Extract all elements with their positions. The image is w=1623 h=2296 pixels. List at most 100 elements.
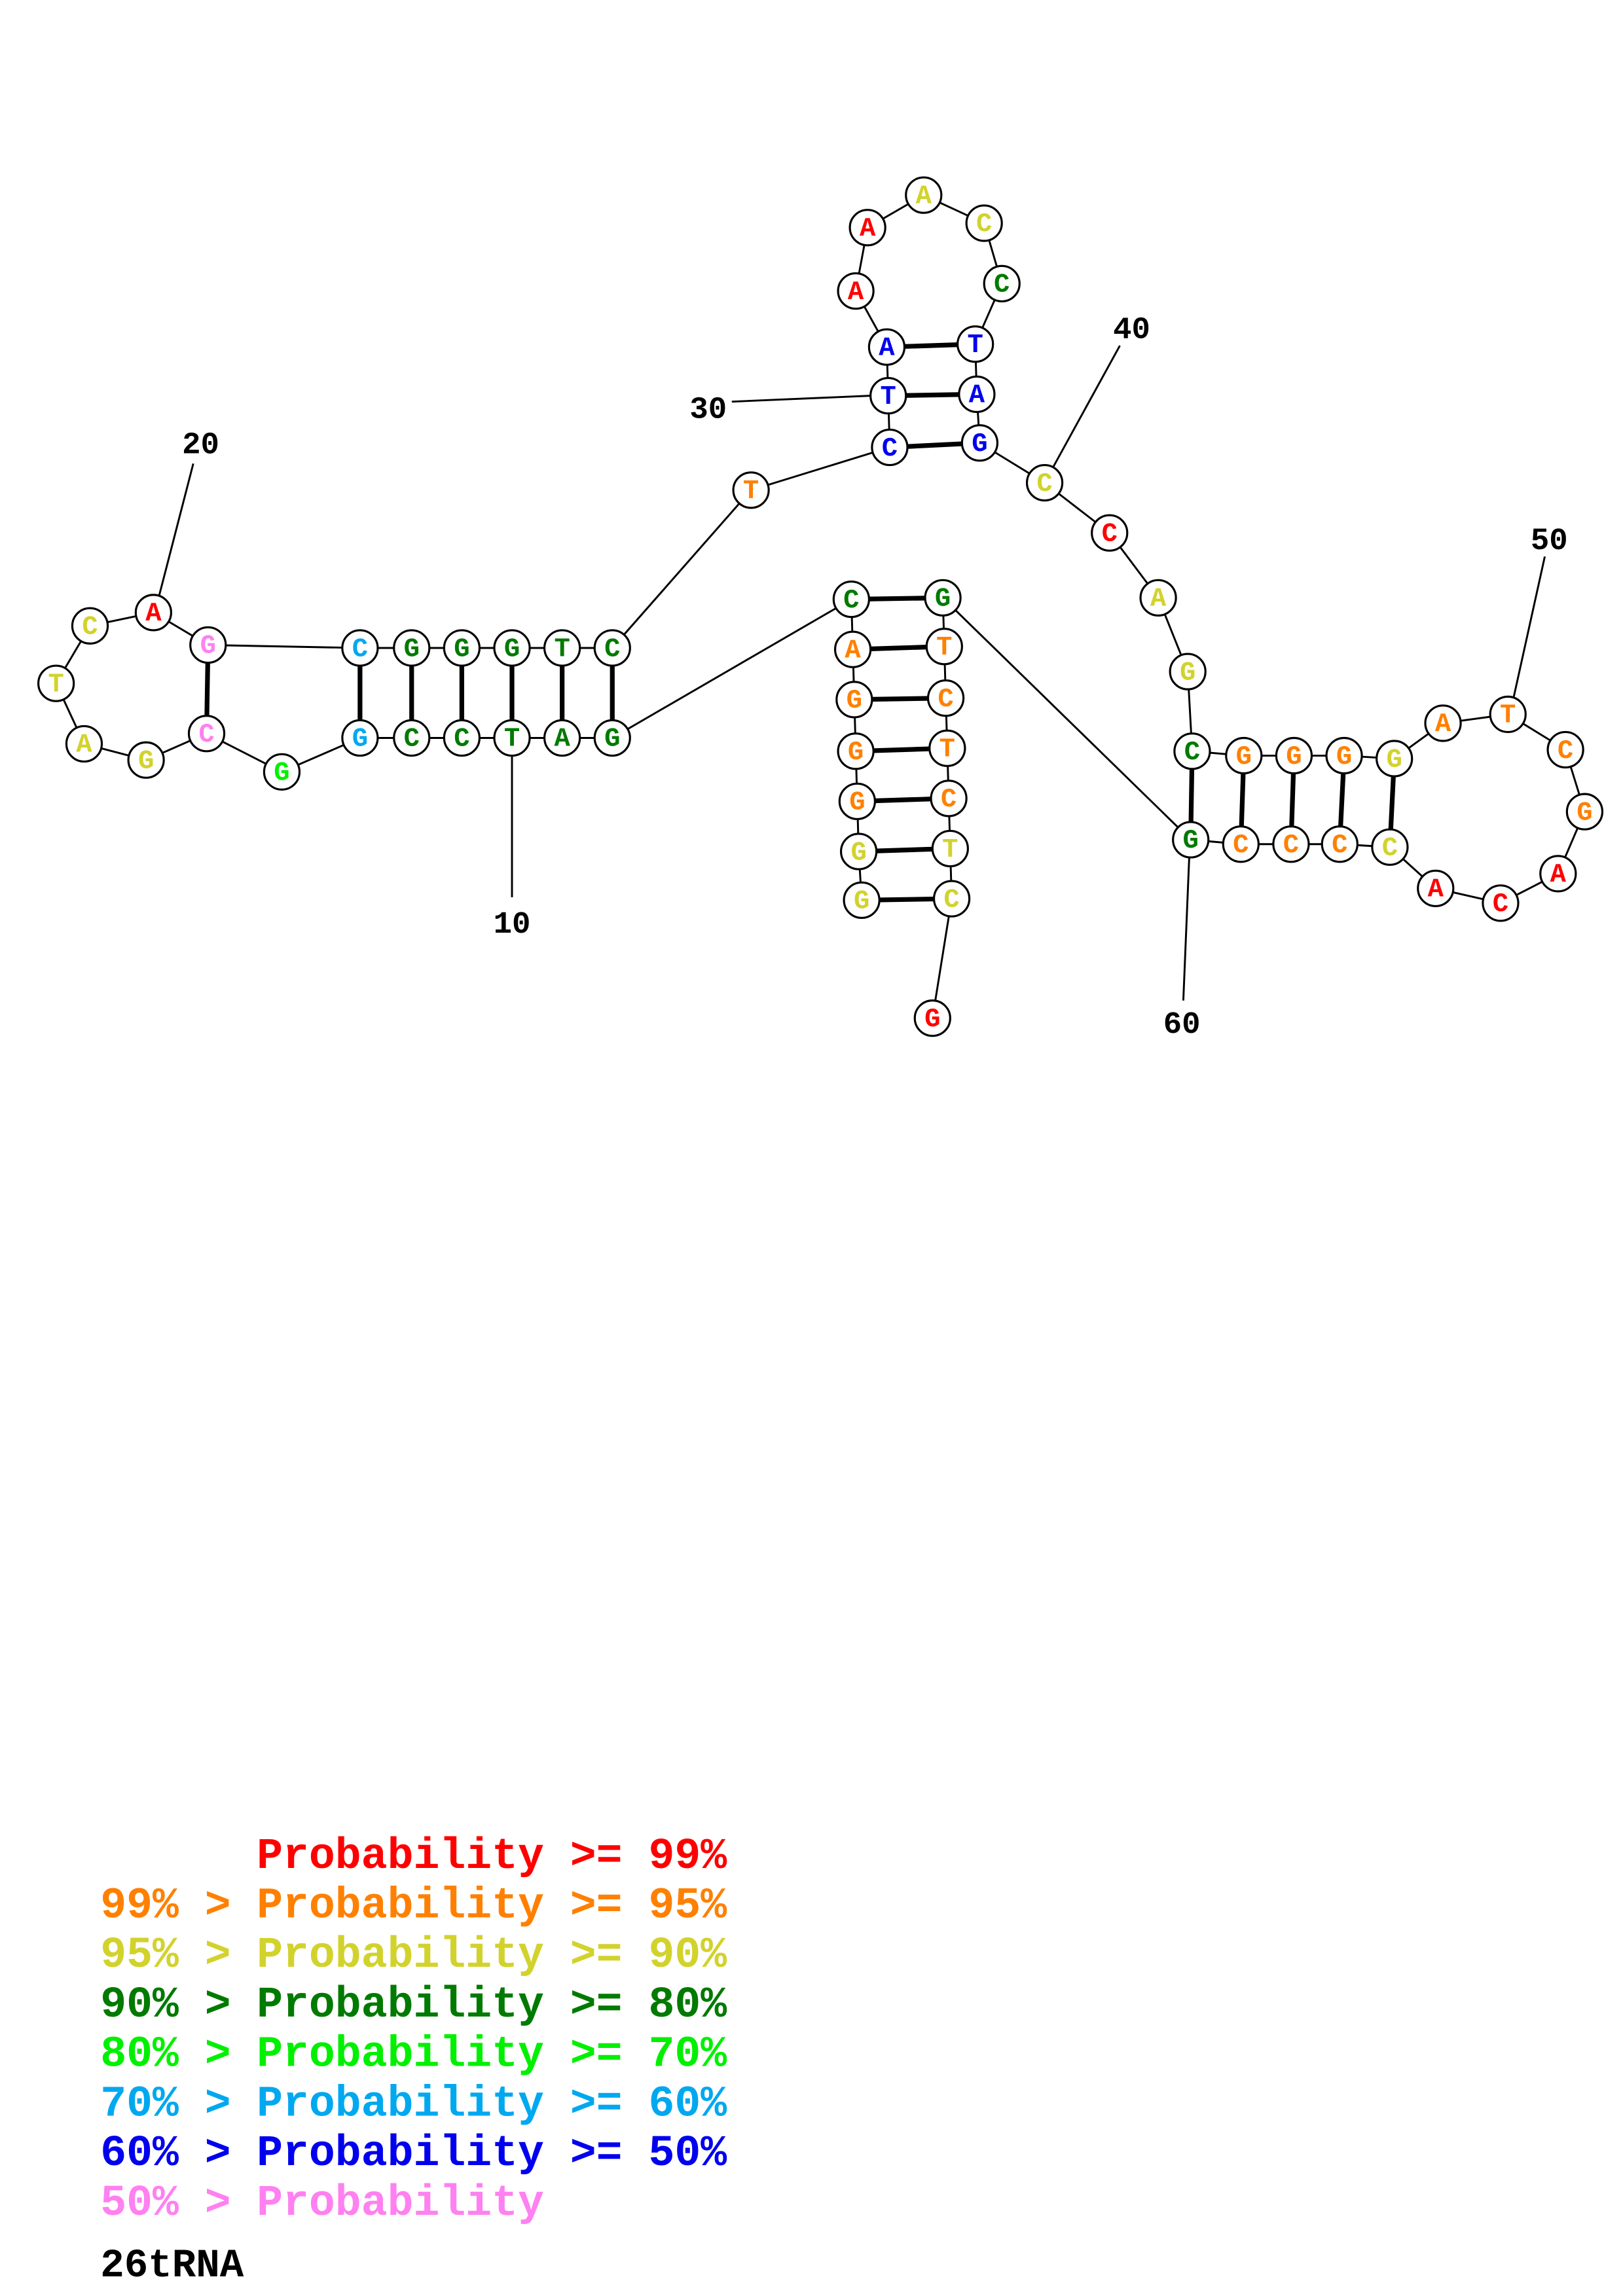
legend-label: Probability >= 80%: [257, 1981, 727, 2030]
nucleotide-circle: [493, 629, 531, 667]
nucleotide: C: [341, 629, 379, 667]
nucleotide-circle: [1371, 828, 1409, 866]
legend-entry: 50% >Probability: [100, 2179, 544, 2228]
nucleotide-circle: [833, 630, 872, 668]
position-leader-line: [158, 463, 194, 596]
nucleotide-circle: [1272, 825, 1310, 863]
nucleotide-circle: [932, 880, 971, 918]
nucleotide-letter: A: [848, 278, 864, 308]
nucleotide-letter: G: [849, 788, 865, 818]
nucleotide: T: [493, 719, 531, 757]
backbone-lines: [55, 194, 1586, 1018]
nucleotide: T: [732, 471, 770, 509]
base-pair-bonds: [204, 342, 1397, 903]
nucleotide-letter: G: [604, 725, 620, 755]
nucleotide: T: [925, 628, 963, 666]
nucleotide-letter: C: [1184, 738, 1200, 768]
nucleotide: C: [1091, 514, 1129, 552]
nucleotide: C: [930, 780, 968, 817]
legend-label: Probability >= 95%: [257, 1881, 727, 1930]
nucleotide-circle: [835, 681, 873, 719]
legend-range: 99% >: [100, 1881, 230, 1930]
nucleotide-letter: G: [1387, 745, 1402, 775]
nucleotide: G: [1325, 736, 1363, 775]
nucleotide-letter: T: [939, 735, 955, 765]
legend-range: 50% >: [100, 2179, 230, 2228]
position-label: 50: [1531, 524, 1568, 559]
nucleotide-circle: [593, 719, 631, 757]
nucleotide: T: [37, 664, 75, 702]
nucleotide-letter: C: [1102, 519, 1118, 549]
nucleotide-circle: [1546, 730, 1584, 769]
nucleotide: C: [1025, 463, 1064, 502]
nucleotide: G: [1225, 736, 1263, 775]
nucleotide: G: [839, 833, 878, 870]
nucleotide-letter: C: [454, 725, 469, 755]
nucleotide-circle: [928, 729, 966, 767]
legend-label: Probability >= 90%: [257, 1931, 727, 1980]
nucleotide-circle: [543, 629, 581, 667]
legend-entry: 70% >Probability >= 60%: [100, 2079, 727, 2128]
nucleotide-letter: G: [274, 759, 289, 789]
structure-title: 26tRNA: [100, 2244, 244, 2289]
nucleotide-circle: [925, 628, 963, 666]
position-label: 10: [494, 908, 531, 942]
nucleotide-letter: G: [972, 429, 987, 459]
nucleotide-letter: C: [1558, 736, 1573, 766]
legend-entry: 90% >Probability >= 80%: [100, 1981, 727, 2030]
nucleotide: G: [263, 753, 301, 791]
position-leader-line: [1512, 556, 1546, 697]
nucleotide-circle: [1025, 463, 1064, 502]
nucleotide-circle: [543, 719, 581, 757]
nucleotide: C: [871, 428, 909, 467]
nucleotide-circle: [983, 264, 1021, 302]
nucleotide-circle: [71, 607, 109, 645]
legend-entry: 60% >Probability >= 50%: [100, 2129, 727, 2178]
nucleotide-letter: C: [1493, 889, 1508, 920]
backbone-segment: [750, 446, 890, 492]
nucleotide-letter: A: [916, 181, 932, 211]
nucleotide-letter: A: [1435, 709, 1451, 740]
nucleotide: T: [931, 829, 969, 868]
nucleotide-letter: G: [404, 634, 420, 664]
nucleotide: C: [1371, 828, 1409, 866]
nucleotide-circle: [848, 209, 886, 247]
position-leader-line: [1052, 345, 1121, 467]
nucleotide: C: [1173, 732, 1211, 770]
nucleotide-letter: C: [1382, 834, 1398, 864]
nucleotide-circle: [263, 753, 301, 791]
nucleotide: T: [869, 377, 907, 415]
legend-range: 95% >: [100, 1931, 230, 1980]
backbone-segment: [208, 644, 360, 649]
nucleotide-letter: G: [847, 686, 862, 716]
nucleotide-circle: [37, 664, 75, 702]
nucleotide: G: [843, 881, 881, 920]
nucleotide-letter: C: [1332, 831, 1347, 861]
nucleotide-circle: [930, 780, 968, 817]
nucleotide-letter: G: [352, 725, 368, 755]
position-leader-line: [1182, 857, 1190, 1001]
legend-label: Probability >= 50%: [257, 2129, 727, 2178]
nucleotide-letter: A: [1428, 875, 1444, 905]
nucleotide: G: [913, 999, 951, 1037]
nucleotide-circle: [958, 375, 996, 414]
nucleotide-letter: C: [882, 434, 898, 464]
nucleotide-circle: [839, 833, 878, 870]
nucleotide-circle: [871, 428, 909, 467]
nucleotide-letter: C: [404, 725, 420, 755]
nucleotide-circle: [1225, 736, 1263, 775]
probability-legend: Probability >= 99%99% >Probability >= 95…: [100, 1832, 727, 2228]
nucleotide-circle: [341, 629, 379, 667]
nucleotide-circle: [832, 581, 870, 619]
backbone-segment: [611, 598, 852, 739]
nucleotide: G: [1565, 793, 1604, 831]
nucleotide: C: [1272, 825, 1310, 863]
nucleotide: G: [493, 629, 531, 667]
nucleotide-circle: [931, 829, 969, 868]
nucleotide: G: [837, 732, 875, 770]
legend-label: Probability >= 70%: [257, 2030, 727, 2079]
nucleotide: C: [965, 204, 1003, 242]
nucleotide-circle: [1325, 736, 1363, 775]
nucleotide-circle: [1091, 514, 1129, 552]
